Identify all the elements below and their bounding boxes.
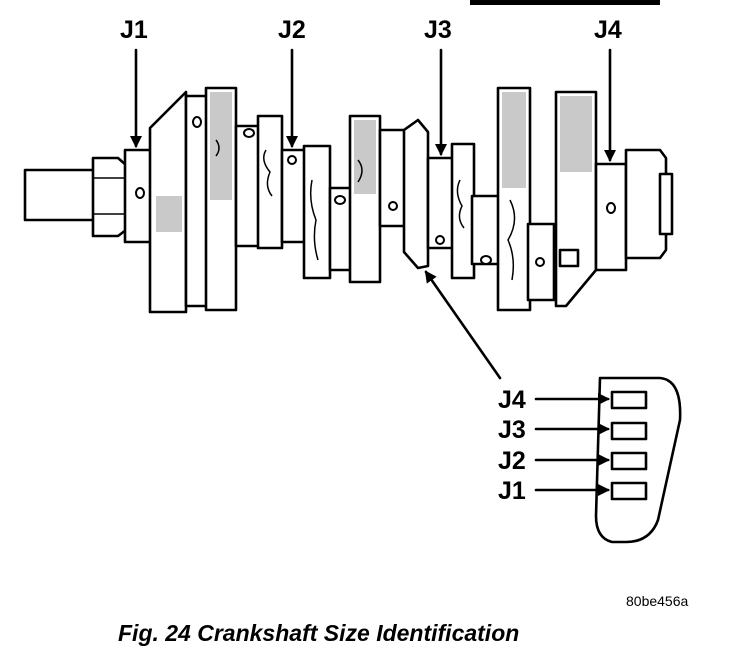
label-j2: J2 [278, 16, 306, 44]
journal-arrows [130, 48, 616, 162]
crank-web-3 [256, 114, 284, 250]
stamp-label-j1: J1 [498, 477, 526, 505]
stamp-label-j3: J3 [498, 416, 526, 444]
main-journal-j3 [426, 156, 456, 250]
clipped-header-fragment [470, 0, 660, 5]
stamp-plate-outline [594, 376, 682, 544]
crank-hub [91, 156, 128, 238]
stamp-box-j3 [610, 421, 648, 441]
crankshaft [23, 86, 674, 314]
crank-web-6 [378, 128, 408, 228]
crank-web-7 [402, 118, 430, 270]
figure-caption: Fig. 24 Crankshaft Size Identification [118, 620, 519, 646]
label-j3: J3 [424, 16, 452, 44]
rod-journal-3 [470, 194, 502, 266]
main-journal-j4 [594, 162, 628, 272]
stamp-label-j2: J2 [498, 447, 526, 475]
label-j1: J1 [120, 16, 148, 44]
stamp-detail: J4 J3 J2 J1 [498, 376, 682, 544]
label-j4: J4 [594, 16, 622, 44]
journal-labels: J1 J2 J3 J4 [120, 16, 622, 44]
stamp-box-j4 [610, 390, 648, 410]
arrow-stamp-location [424, 270, 502, 380]
stamp-box-j1 [610, 481, 648, 501]
stamp-box-j2 [610, 451, 648, 471]
rear-flange [624, 148, 668, 260]
crank-snout [23, 168, 99, 222]
stamp-label-j4: J4 [498, 386, 526, 414]
image-code: 80be456a [626, 593, 689, 609]
